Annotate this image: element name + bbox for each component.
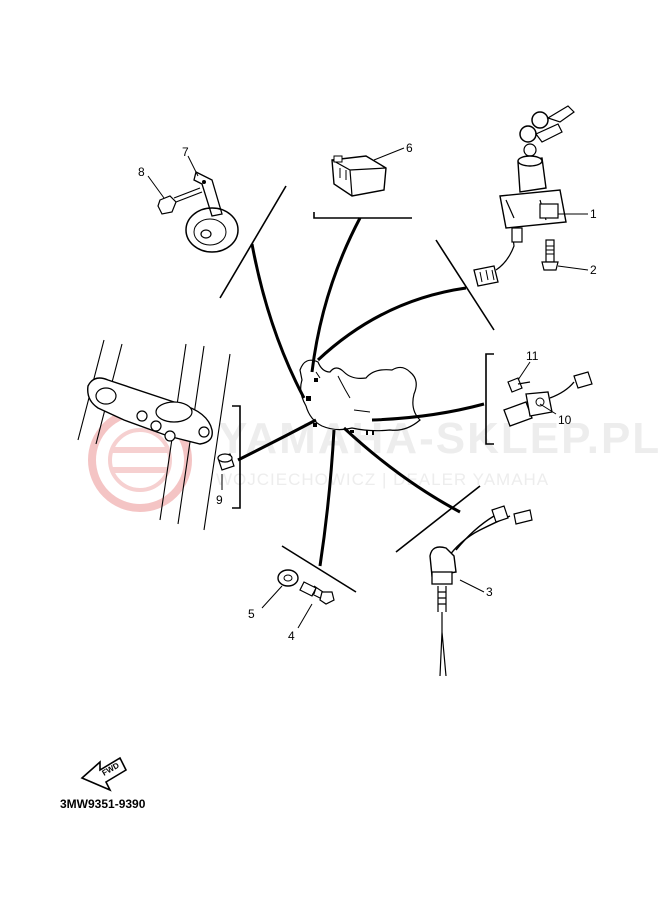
connector-icon <box>473 265 499 287</box>
watermark: YAMAHA-SKLEP.PL WOJCIECHOWICZ | DEALER Y… <box>88 408 661 512</box>
callout-4: 4 <box>288 629 295 643</box>
bolt-icon <box>157 187 203 215</box>
relay-icon <box>331 155 387 197</box>
leader-lines <box>237 217 485 567</box>
callout-lines <box>147 147 589 629</box>
washer-icon <box>277 569 299 587</box>
main-switch-icon <box>495 155 567 271</box>
main-switch-assembly <box>473 105 575 287</box>
callout-labels: 1 2 3 4 5 6 7 8 9 10 11 <box>138 141 597 643</box>
watermark-brand: YAMAHA-SKLEP.PL <box>218 414 661 463</box>
callout-5: 5 <box>248 607 255 621</box>
callout-2: 2 <box>590 263 597 277</box>
key-icon <box>519 105 575 157</box>
callout-6: 6 <box>406 141 413 155</box>
group-brackets <box>219 185 495 593</box>
screw-icon <box>541 239 559 271</box>
neutral-switch-assembly <box>429 505 533 677</box>
callout-1: 1 <box>590 207 597 221</box>
fwd-arrow-icon: FWD <box>80 756 128 792</box>
screw-icon <box>507 377 531 393</box>
callout-10: 10 <box>558 413 572 427</box>
callout-7: 7 <box>182 145 189 159</box>
washer-bolt-assembly <box>277 569 335 605</box>
bolt-icon <box>217 453 235 471</box>
watermark-tagline: WOJCIECHOWICZ | DEALER YAMAHA <box>216 470 549 489</box>
horn-assembly <box>157 171 239 253</box>
sidestand-switch-icon <box>503 371 593 427</box>
fork-assembly <box>77 339 235 531</box>
sidestand-switch-assembly <box>503 371 593 427</box>
diagram-code: 3MW9351-9390 <box>60 797 146 811</box>
neutral-switch-icon <box>429 546 457 677</box>
callout-8: 8 <box>138 165 145 179</box>
relay-assembly <box>331 155 387 197</box>
bolt-icon <box>299 581 335 605</box>
frame-silhouette <box>299 359 421 435</box>
callout-9: 9 <box>216 493 223 507</box>
clamp-icon <box>87 377 213 445</box>
callout-11: 11 <box>526 349 539 363</box>
callout-3: 3 <box>486 585 493 599</box>
